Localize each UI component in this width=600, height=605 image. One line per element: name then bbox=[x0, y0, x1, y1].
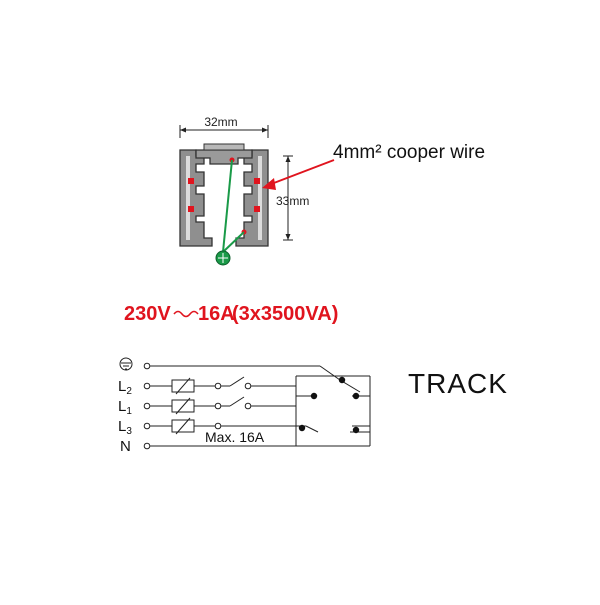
ac-tilde-icon bbox=[173, 310, 199, 318]
track-profile: 32mm 33mm bbox=[179, 115, 485, 266]
rating-line: 230V 16A (3x3500VA) bbox=[124, 303, 338, 325]
switch-l1 bbox=[229, 396, 245, 407]
profile-left-wall bbox=[179, 149, 213, 247]
wire-note: 4mm² cooper wire bbox=[333, 142, 485, 163]
circuit-schematic bbox=[119, 357, 371, 450]
conductor-right-upper bbox=[254, 178, 260, 184]
profile-right-wall bbox=[235, 149, 269, 247]
wire-annotation: 4mm² cooper wire bbox=[262, 142, 485, 190]
conductor-left-lower bbox=[188, 206, 194, 212]
profile-top-bridge bbox=[195, 143, 253, 165]
terminal-label-l3: L3 bbox=[118, 418, 132, 437]
track-title: TRACK bbox=[408, 368, 508, 399]
track-box bbox=[295, 376, 371, 446]
rating-power: (3x3500VA) bbox=[232, 303, 338, 325]
width-dimension: 32mm bbox=[179, 115, 269, 138]
height-label: 33mm bbox=[276, 194, 309, 208]
switch-l2 bbox=[229, 376, 245, 387]
rating-voltage: 230V bbox=[124, 303, 171, 325]
height-dimension: 33mm bbox=[276, 155, 309, 241]
terminal-label-l1: L1 bbox=[118, 398, 132, 417]
conductor-left-upper bbox=[188, 178, 194, 184]
earth-terminal bbox=[119, 357, 341, 381]
annotation-arrow-icon bbox=[262, 178, 276, 190]
rating-current: 16A bbox=[198, 303, 235, 325]
earth-wire bbox=[215, 159, 245, 266]
conductor-right-lower bbox=[254, 206, 260, 212]
terminal-labels: L2 L1 L3 N bbox=[118, 378, 132, 455]
terminal-label-l2: L2 bbox=[118, 378, 132, 397]
terminal-label-n: N bbox=[120, 438, 131, 455]
earth-icon bbox=[119, 357, 133, 371]
width-label: 32mm bbox=[204, 115, 237, 129]
l1-line bbox=[143, 396, 296, 415]
n-line bbox=[143, 442, 370, 450]
max-current-label: Max. 16A bbox=[205, 429, 265, 445]
l3-line bbox=[143, 417, 296, 435]
l2-line bbox=[143, 375, 370, 395]
